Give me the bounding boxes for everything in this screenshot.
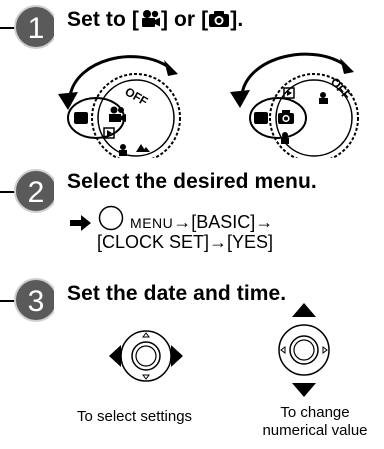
four-way-controller-left-right-icon [109, 330, 183, 382]
landscape-mode-icon [136, 144, 150, 152]
menu-label: MENU [130, 215, 174, 231]
step-3-number: 3 [28, 285, 45, 318]
movie-mode-icon [319, 92, 328, 104]
caption-change-value-line-2: numerical value [262, 422, 368, 439]
auto-mode-icon [283, 87, 295, 99]
step-3-badge: 3 [0, 278, 54, 322]
step-1-badge: 1 [0, 5, 54, 49]
mode-dial-movie: OFF [58, 55, 181, 158]
rotate-arrow-icon [240, 52, 347, 95]
step-1-number: 1 [28, 12, 45, 45]
step-1-heading: Set to [ ] or [ ]. [67, 8, 243, 35]
camera-mode-icon [278, 110, 294, 124]
step-2-instruction-line-1: MENU→[BASIC]→ [70, 205, 273, 236]
dial-pointer [67, 97, 125, 139]
menu-button-icon [97, 205, 125, 236]
step-1-heading-prefix: Set to [ [67, 8, 139, 31]
step-3-heading: Set the date and time. [67, 282, 287, 305]
caption-select-settings: To select settings [77, 408, 193, 425]
step-2-number: 2 [28, 176, 45, 209]
step-2-heading: Select the desired menu. [67, 170, 317, 193]
arrow-right-icon [70, 215, 92, 236]
caption-change-value: To change numerical value [246, 404, 384, 440]
step-2-badge: 2 [0, 169, 54, 213]
rotate-arrow-icon [68, 55, 171, 97]
menu-path-1: →[BASIC]→ [173, 212, 274, 232]
step-1-heading-suffix: ]. [230, 8, 244, 31]
mode-dial-camera: OFF [230, 52, 359, 158]
step-1-heading-middle: ] or [ [160, 8, 209, 31]
dial-pointer [249, 97, 307, 139]
step-2-instruction-line-2: [CLOCK SET]→[YES] [97, 232, 274, 252]
four-way-controller-up-down-icon [278, 303, 330, 397]
portrait-mode-icon [119, 144, 127, 156]
movie-mode-icon [139, 9, 161, 35]
camera-mode-icon [208, 9, 230, 35]
caption-change-value-line-1: To change [280, 404, 350, 421]
